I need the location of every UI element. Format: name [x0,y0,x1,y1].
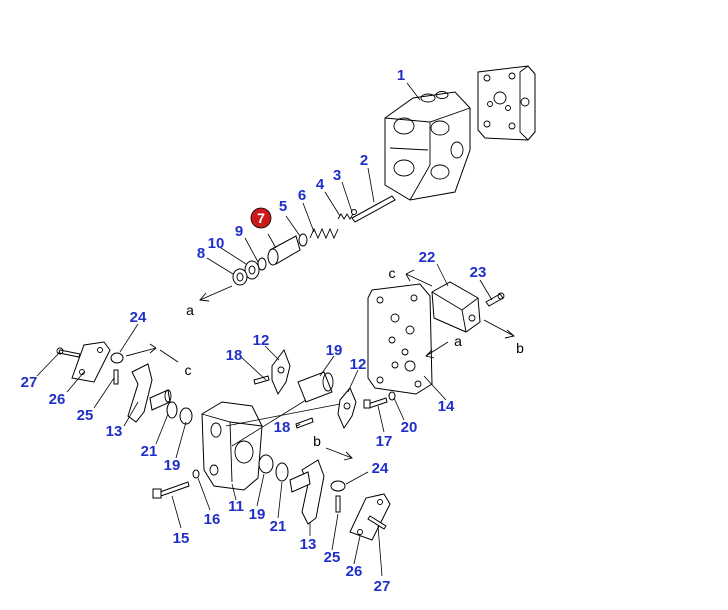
part-label-11[interactable]: 11 [228,498,244,515]
connector-a-right: a [454,333,462,349]
connector-b-lower: b [313,433,321,449]
seal-part-21-left [166,401,178,419]
pin-part-18-upper [253,375,270,385]
part-label-9[interactable]: 9 [235,223,243,240]
pin-part-18-lower [295,417,314,429]
part-label-23[interactable]: 23 [470,264,487,281]
part-label-7[interactable]: 7 [257,210,265,226]
part-label-22[interactable]: 22 [419,249,436,266]
highlight-marker-7 [250,207,272,229]
part-label-2[interactable]: 2 [360,152,368,169]
part-label-12-a[interactable]: 12 [253,332,270,349]
seal-part-19-right [258,454,274,474]
seal-part-19-left [179,407,193,425]
washer-part-16 [192,469,200,479]
part-label-13-b[interactable]: 13 [300,536,317,553]
part-label-4[interactable]: 4 [316,176,325,193]
part-label-14[interactable]: 14 [438,398,455,415]
part-label-5[interactable]: 5 [279,198,287,215]
part-label-19-c[interactable]: 19 [249,506,266,523]
connector-c-left: c [185,362,192,378]
bracket-part-26-left [71,341,111,383]
connector-c-top: c [389,265,396,281]
part-label-6[interactable]: 6 [298,187,306,204]
seal-part-19-center [297,371,334,403]
leader-lines [36,82,493,577]
part-label-17[interactable]: 17 [376,433,393,450]
part-label-24-a[interactable]: 24 [130,309,147,326]
part-label-10[interactable]: 10 [208,235,225,252]
direction-arrows [125,269,515,461]
cam-part-12-upper [271,348,291,396]
lever-part-13-left [127,363,172,423]
solenoid-part-22 [431,281,481,333]
bolt-part-15 [152,481,190,499]
connector-a-left: a [186,302,194,318]
part-label-19-b[interactable]: 19 [164,457,181,474]
part-label-12-b[interactable]: 12 [350,356,367,373]
washer-part-20 [388,391,396,401]
part-label-25-a[interactable]: 25 [77,407,94,424]
part-label-8[interactable]: 8 [197,245,205,262]
part-label-19-a[interactable]: 19 [326,342,343,359]
part-label-24-b[interactable]: 24 [372,460,389,477]
clamp-part-24-left [110,352,124,364]
spool-stack [232,195,396,286]
seal-part-21-right [275,462,289,482]
pin-part-25-left [113,369,119,385]
part-label-27-a[interactable]: 27 [21,374,38,391]
part-label-20[interactable]: 20 [401,419,418,436]
part-label-18-a[interactable]: 18 [226,347,243,364]
gasket-plate-part-14 [367,283,433,395]
part-label-21-b[interactable]: 21 [270,518,287,535]
valve-body-part-1 [384,91,471,201]
clamp-part-24-right [330,480,346,492]
part-label-15[interactable]: 15 [173,530,190,547]
part-labels: 1 2 3 4 5 6 8 9 10 11 12 12 13 13 14 15 … [21,67,487,595]
part-label-13-a[interactable]: 13 [106,423,123,440]
part-label-3[interactable]: 3 [333,167,341,184]
bolt-part-27-right [367,515,387,530]
pin-part-25-right [335,495,341,513]
connector-letters: a a b b c c [185,265,525,449]
part-label-26-b[interactable]: 26 [346,563,363,580]
cover-plate [477,65,536,141]
part-label-27-b[interactable]: 27 [374,578,391,595]
part-label-18-b[interactable]: 18 [274,419,291,436]
part-label-1[interactable]: 1 [397,67,405,84]
part-label-16[interactable]: 16 [204,511,221,528]
bolt-part-17 [363,397,388,409]
part-label-25-b[interactable]: 25 [324,549,341,566]
part-label-21-a[interactable]: 21 [141,443,158,460]
connector-b-right: b [516,340,524,356]
part-label-26-a[interactable]: 26 [49,391,66,408]
bolt-part-23 [485,292,505,307]
lever-part-13-right [289,459,325,525]
bolt-part-27-left [56,347,81,358]
cam-part-12-lower [337,387,357,430]
